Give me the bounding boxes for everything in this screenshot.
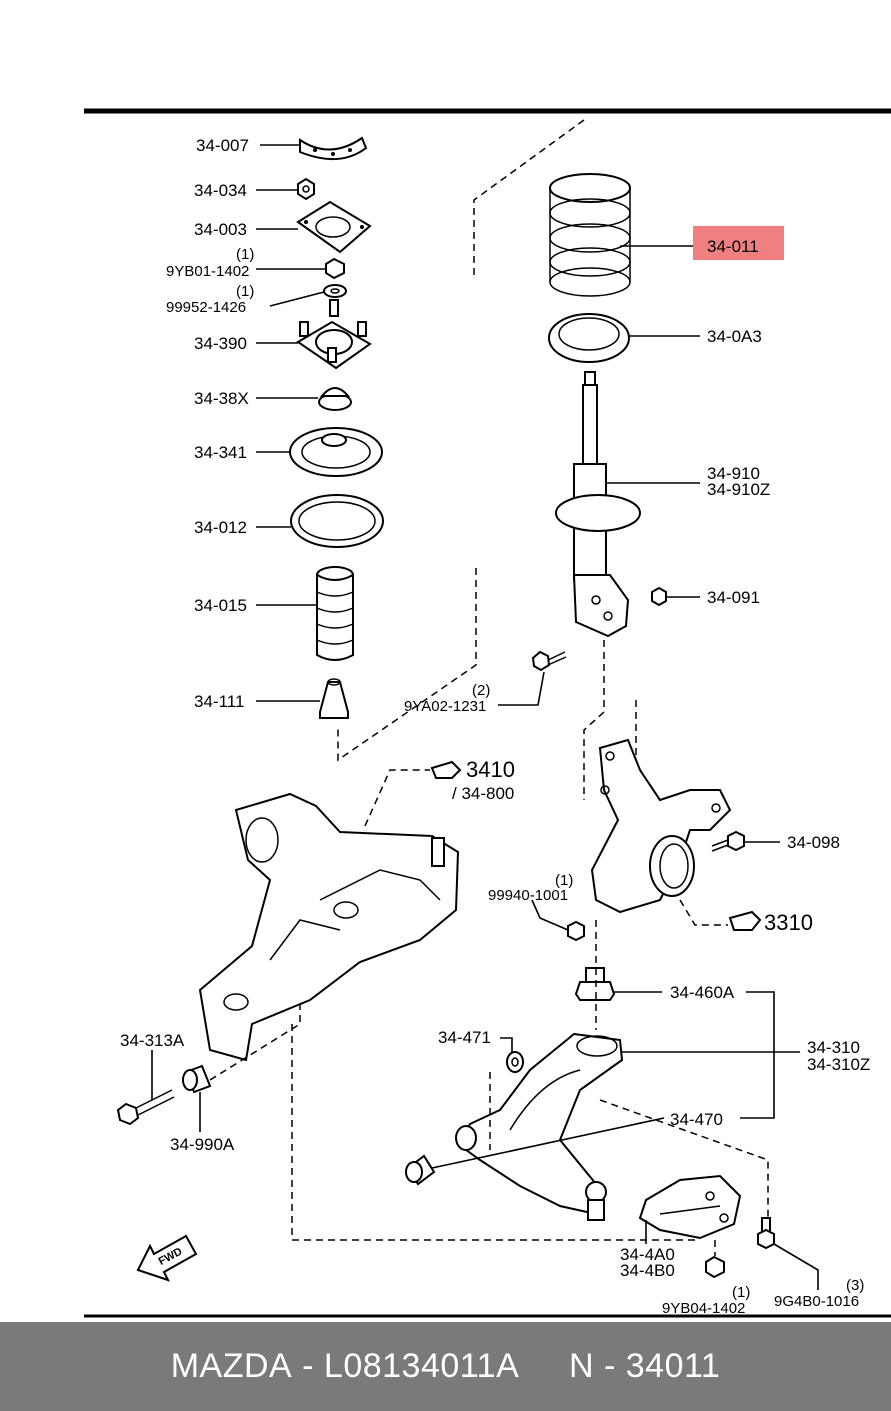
part-9yb01-1402-nut[interactable] <box>325 257 345 280</box>
ref-hand-icon-3310 <box>728 910 762 931</box>
label-34-471: 34-471 <box>438 1028 491 1047</box>
label-34-800: / 34-800 <box>452 784 514 803</box>
part-34-460a-bushing[interactable] <box>574 967 616 1001</box>
part-34-390-strut-mount[interactable] <box>296 299 372 370</box>
part-9ya02-1231-bolt[interactable] <box>531 650 567 672</box>
label-9yb01-1402: 9YB01-1402 <box>166 263 249 280</box>
label-9yb04-qty: (1) <box>732 1284 750 1301</box>
label-3410: 3410 <box>466 757 515 782</box>
part-34-470-bushing[interactable] <box>405 1154 436 1186</box>
part-34-4a0-bracket[interactable] <box>638 1174 742 1240</box>
forward-direction-arrow-icon: FWD <box>136 1234 198 1282</box>
label-34-910z: 34-910Z <box>707 480 770 499</box>
label-34-4b0: 34-4B0 <box>620 1261 675 1280</box>
part-34-091-nut[interactable] <box>651 586 667 607</box>
label-34-990a: 34-990A <box>170 1135 235 1154</box>
label-34-111: 34-111 <box>194 692 244 711</box>
label-34-034: 34-034 <box>194 181 247 200</box>
part-34-007-plate[interactable] <box>299 136 368 161</box>
label-34-012: 34-012 <box>194 518 247 537</box>
part-99940-1001-nut[interactable] <box>567 920 585 942</box>
part-34-111-bump-stop[interactable] <box>319 678 349 719</box>
label-9yb04-1402: 9YB04-1402 <box>662 1300 745 1317</box>
label-99940-qty: (1) <box>555 872 573 889</box>
footer-ref-number: 34011 <box>625 1347 721 1385</box>
footer-ref-prefix: N <box>568 1347 595 1385</box>
label-34-007: 34-007 <box>196 136 249 155</box>
label-34-091: 34-091 <box>707 588 760 607</box>
part-34-310-lower-control-arm[interactable] <box>455 1032 624 1221</box>
label-9ya02-qty: (2) <box>472 682 490 699</box>
label-34-910: 34-910 <box>707 464 760 483</box>
label-34-310z: 34-310Z <box>807 1055 870 1074</box>
label-9ya02-1231: 9YA02-1231 <box>404 698 486 715</box>
footer-part-number: L08134011A <box>323 1347 520 1385</box>
part-number-footer: MAZDA - L08134011A N - 34011 <box>0 1322 891 1411</box>
part-34-471-bushing[interactable] <box>506 1051 524 1073</box>
part-34-38x-bearing[interactable] <box>318 387 352 411</box>
label-99940-1001: 99940-1001 <box>488 887 568 904</box>
part-34-012-rubber-seat[interactable] <box>290 494 384 548</box>
label-34-098: 34-098 <box>787 833 840 852</box>
footer-sep-1: - <box>292 1347 324 1385</box>
part-34-313a-bolt[interactable] <box>116 1089 175 1126</box>
part-34-910-shock-absorber[interactable] <box>555 371 641 638</box>
part-3310-steering-knuckle[interactable] <box>590 738 732 914</box>
label-9g4b0-qty: (3) <box>846 1277 864 1294</box>
part-34-011-coil-spring[interactable] <box>549 173 631 297</box>
label-34-341: 34-341 <box>194 443 247 462</box>
part-34-034-nut[interactable] <box>297 177 315 201</box>
label-34-470: 34-470 <box>670 1110 723 1129</box>
part-34-003-mount-plate[interactable] <box>296 200 372 254</box>
part-34-0a3-spring-insulator[interactable] <box>548 313 630 363</box>
label-34-015: 34-015 <box>194 596 247 615</box>
label-34-460a: 34-460A <box>670 983 735 1002</box>
part-34-990a-bushing[interactable] <box>182 1064 212 1094</box>
label-99952-qty: (1) <box>236 283 254 300</box>
part-34-098-bolt[interactable] <box>711 830 745 852</box>
label-34-0a3: 34-0A3 <box>707 327 762 346</box>
part-9g4b0-1016-bolt[interactable] <box>757 1217 775 1250</box>
label-34-313a: 34-313A <box>120 1031 185 1050</box>
label-34-003: 34-003 <box>194 220 247 239</box>
footer-brand: MAZDA <box>170 1347 293 1385</box>
exploded-parts-diagram: 34-007 34-034 34-003 (1) 9YB01-1402 (1) … <box>84 108 891 1318</box>
ref-hand-icon-3410 <box>430 760 462 779</box>
label-99952-1426: 99952-1426 <box>166 299 246 316</box>
footer-gap <box>519 1347 569 1386</box>
part-9yb04-1402-nut[interactable] <box>705 1255 725 1279</box>
part-34-341-spring-seat[interactable] <box>289 427 383 477</box>
part-99952-1426-washer[interactable] <box>323 284 347 298</box>
part-34-015-dust-boot[interactable] <box>316 566 354 661</box>
label-3310: 3310 <box>764 910 813 935</box>
part-3410-subframe[interactable] <box>198 792 460 1062</box>
label-9yb01-qty: (1) <box>236 246 254 263</box>
label-34-011: 34-011 <box>707 237 759 256</box>
highlight-box <box>693 226 784 260</box>
label-34-390: 34-390 <box>194 334 247 353</box>
label-34-310: 34-310 <box>807 1038 860 1057</box>
footer-sep-2: - <box>594 1347 626 1385</box>
label-34-38x: 34-38X <box>194 389 249 408</box>
label-9g4b0-1016: 9G4B0-1016 <box>774 1293 859 1310</box>
label-34-4a0: 34-4A0 <box>620 1245 675 1264</box>
